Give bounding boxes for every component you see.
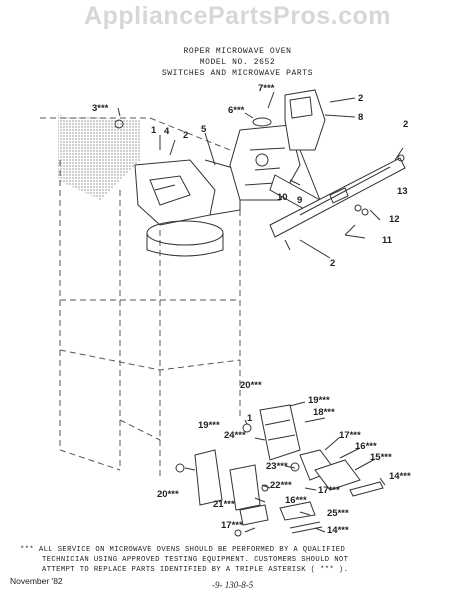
callout-21: 21*** <box>213 499 235 510</box>
callout-17-top: 17*** <box>339 430 361 441</box>
callout-22: 22*** <box>270 480 292 491</box>
header-line-1: ROPER MICROWAVE OVEN <box>183 47 292 56</box>
callout-11: 11 <box>382 235 393 246</box>
callout-17-mid: 17*** <box>318 485 340 496</box>
callout-17-bottom: 17*** <box>221 520 243 531</box>
callout-24: 24*** <box>224 430 246 441</box>
callout-2-bottom: 2 <box>330 258 336 269</box>
callout-25: 25*** <box>327 508 349 519</box>
note-line-2: TECHNICIAN USING APPROVED TESTING EQUIPM… <box>42 556 349 564</box>
callout-14-right: 14*** <box>389 471 411 482</box>
callout-20-upper: 20*** <box>240 380 262 391</box>
service-warning-note: *** ALL SERVICE ON MICROWAVE OVENS SHOUL… <box>20 545 460 575</box>
callout-3: 3*** <box>92 103 109 114</box>
note-line-1: *** ALL SERVICE ON MICROWAVE OVENS SHOUL… <box>20 546 346 554</box>
callout-19-left: 19*** <box>198 420 220 431</box>
callout-4: 4 <box>164 126 170 137</box>
header-line-3: SWITCHES AND MICROWAVE PARTS <box>161 69 314 78</box>
callout-6: 6*** <box>228 105 245 116</box>
callout-5: 5 <box>201 124 207 135</box>
callout-1-lower: 1 <box>247 413 253 424</box>
header-line-2: MODEL NO. 2652 <box>199 58 276 67</box>
callout-23: 23*** <box>266 461 288 472</box>
callout-15: 15*** <box>370 452 392 463</box>
footer-page-number: -9- 130-8-5 <box>212 580 254 590</box>
callout-16-bottom: 16*** <box>285 495 307 506</box>
callout-2-right: 2 <box>403 119 409 130</box>
callout-14-bottom: 14*** <box>327 525 349 536</box>
callout-20-lower: 20*** <box>157 489 179 500</box>
site-watermark: AppliancePartsPros.com <box>84 2 391 30</box>
callout-13: 13 <box>397 186 408 197</box>
callout-12: 12 <box>389 214 400 225</box>
footer-date: November '82 <box>10 576 63 586</box>
callout-16-top: 16*** <box>355 441 377 452</box>
callout-18: 18*** <box>313 407 335 418</box>
callout-10: 10 <box>277 192 288 203</box>
callout-9: 9 <box>297 195 303 206</box>
callout-7: 7*** <box>258 83 275 94</box>
callout-1-upper: 1 <box>151 125 157 136</box>
note-line-3: ATTEMPT TO REPLACE PARTS IDENTIFIED BY A… <box>42 566 349 574</box>
callout-8: 8 <box>358 112 364 123</box>
callout-19-right: 19*** <box>308 395 330 406</box>
callout-2-top: 2 <box>358 93 364 104</box>
callout-2-left: 2 <box>183 130 189 141</box>
